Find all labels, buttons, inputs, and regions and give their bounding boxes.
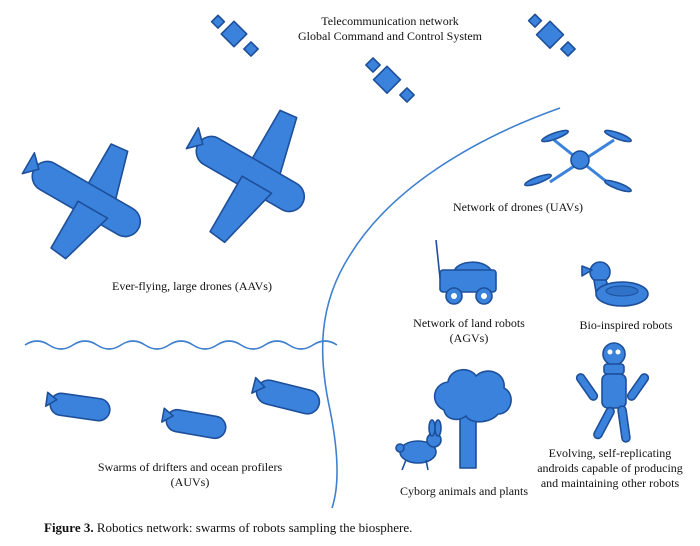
satellite-icon: [210, 14, 259, 57]
ocean-surface-wave: [24, 340, 338, 350]
cyborg-label: Cyborg animals and plants: [399, 484, 529, 498]
bio-label: Bio-inspired robots: [579, 318, 673, 332]
aav-drone-icon: [21, 143, 142, 260]
auv-icon: [44, 391, 111, 422]
auvs-label: Swarms of drifters and ocean profilers (…: [70, 460, 310, 490]
android-label-line1: Evolving, self-replicating: [548, 446, 672, 460]
network-label: Telecommunication network Global Command…: [290, 14, 490, 44]
android-label-line3: and maintaining other robots: [540, 476, 680, 490]
auv-icon: [161, 407, 227, 440]
network-label-line2: Global Command and Control System: [298, 29, 482, 43]
figure-caption-text: Robotics network: swarms of robots sampl…: [93, 520, 413, 535]
network-label-line1: Telecommunication network: [321, 14, 459, 28]
uavs-label: Network of drones (UAVs): [452, 200, 584, 214]
auvs-label-line1: Swarms of drifters and ocean profilers: [97, 460, 283, 474]
rabbit-icon: [395, 419, 442, 471]
land-sea-boundary: [321, 107, 561, 509]
agvs-label-line1: Network of land robots: [413, 316, 525, 330]
agvs-label: Network of land robots (AGVs): [394, 316, 544, 346]
aav-drone-icon: [185, 109, 306, 244]
auv-icon: [251, 376, 321, 415]
satellite-icon: [527, 13, 576, 57]
tree-icon: [433, 369, 512, 469]
auvs-label-line2: (AUVs): [170, 475, 210, 489]
android-label: Evolving, self-replicating androids capa…: [530, 446, 690, 491]
android-label-line2: androids capable of producing: [537, 461, 683, 475]
satellite-icon: [365, 57, 415, 103]
figure-caption-prefix: Figure 3.: [44, 520, 94, 535]
quadcopter-icon: [524, 129, 632, 193]
figure-caption: Figure 3. Robotics network: swarms of ro…: [44, 520, 412, 536]
android-icon: [575, 342, 650, 443]
land-robot-icon: [435, 239, 497, 305]
aavs-label: Ever-flying, large drones (AAVs): [112, 279, 272, 293]
bird-robot-icon: [581, 261, 649, 307]
agvs-label-line2: (AGVs): [449, 331, 489, 345]
